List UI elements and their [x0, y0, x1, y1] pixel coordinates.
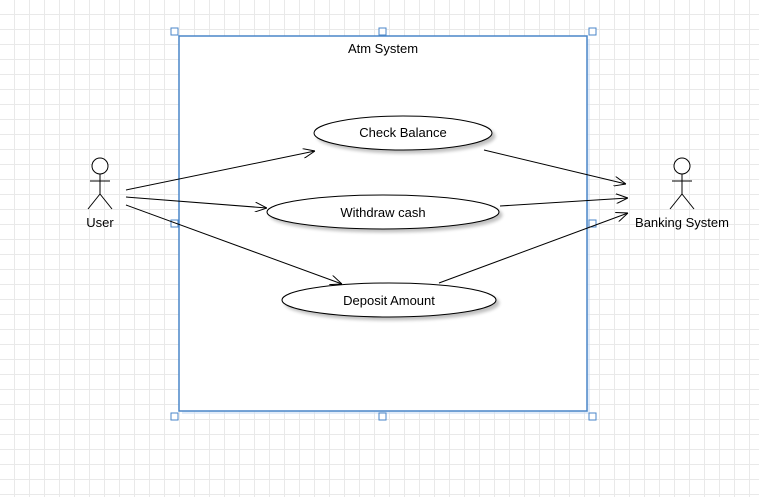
- stick-figure-icon: [87, 157, 113, 210]
- association-deposit-amount-banking[interactable]: [438, 213, 628, 284]
- resize-handle-ne[interactable]: [588, 27, 597, 36]
- association-user-deposit-amount[interactable]: [125, 204, 342, 284]
- resize-handle-n[interactable]: [378, 27, 387, 36]
- resize-handle-nw[interactable]: [170, 27, 179, 36]
- resize-handle-e[interactable]: [588, 219, 597, 228]
- use-case-check-balance[interactable]: Check Balance: [313, 115, 493, 151]
- resize-handle-se[interactable]: [588, 412, 597, 421]
- use-case-deposit-amount[interactable]: Deposit Amount: [281, 282, 497, 318]
- resize-handle-sw[interactable]: [170, 412, 179, 421]
- association-withdraw-cash-banking[interactable]: [499, 198, 628, 207]
- system-title: Atm System: [348, 41, 418, 56]
- association-user-check-balance[interactable]: [125, 151, 315, 191]
- use-case-label: Deposit Amount: [343, 293, 435, 308]
- association-user-withdraw-cash[interactable]: [125, 196, 267, 208]
- selection-handles[interactable]: [170, 27, 597, 421]
- use-case-withdraw-cash[interactable]: Withdraw cash: [266, 194, 500, 230]
- actor-label: Banking System: [635, 215, 729, 230]
- actor-label: User: [86, 215, 114, 230]
- actor-user[interactable]: User: [86, 157, 114, 230]
- actor-banking-system[interactable]: Banking System: [635, 157, 729, 230]
- association-check-balance-banking[interactable]: [483, 149, 626, 184]
- use-case-label: Withdraw cash: [340, 205, 425, 220]
- resize-handle-s[interactable]: [378, 412, 387, 421]
- stick-figure-icon: [669, 157, 695, 210]
- use-case-label: Check Balance: [359, 125, 446, 140]
- associations: [125, 149, 628, 284]
